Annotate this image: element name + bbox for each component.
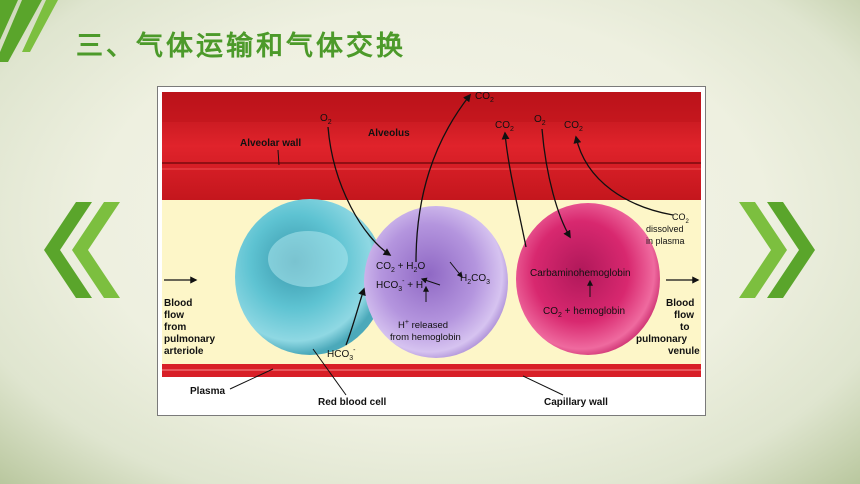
next-slide-button[interactable] [735,200,815,300]
in-plasma-label: in plasma [646,236,685,246]
hco3-plasma-label: HCO3- [327,347,356,362]
alveolar-wall-label: Alveolar wall [240,138,301,149]
svg-text:Blood: Blood [164,298,192,309]
reaction-hco3-h: HCO3- + H+ [376,278,427,293]
blood-flow-out-label: Blood flow to pulmonary venule [636,298,700,357]
svg-text:pulmonary: pulmonary [164,334,216,345]
blood-flow-in-label: Blood flow from pulmonary arteriole [164,298,216,357]
red-blood-cell-pink [516,203,660,355]
carbamino-label: Carbaminohemoglobin [530,268,631,279]
o2-label-2: O2 [534,114,546,127]
red-blood-cell-violet [364,206,508,358]
svg-text:venule: venule [668,346,700,357]
h-released-label: H+ released [398,319,448,331]
svg-text:flow: flow [164,310,184,321]
gas-exchange-diagram: Alveolar wall Alveolus O2 CO2 CO2 O2 CO2… [157,86,706,416]
prev-slide-button[interactable] [40,200,120,300]
double-chevron-left-icon [44,202,120,298]
plasma-label: Plasma [190,386,225,397]
reaction-h2co3: H2CO3 [460,273,490,286]
co2-label-exhaled: CO2 [475,91,494,104]
svg-text:pulmonary: pulmonary [636,334,688,345]
co2-label-2: CO2 [495,120,514,133]
co2-label-3: CO2 [564,120,583,133]
slide-title: 三、气体运输和气体交换 [76,31,406,62]
dissolved-label: dissolved [646,224,684,234]
from-hemoglobin-label: from hemoglobin [390,332,461,343]
co2-hemoglobin-label: CO2 + hemoglobin [543,306,625,319]
svg-text:arteriole: arteriole [164,346,204,357]
o2-label-1: O2 [320,113,332,126]
svg-text:flow: flow [674,310,694,321]
co2-dissolved-label: CO2 [672,212,690,225]
double-chevron-right-icon [739,202,815,298]
svg-text:to: to [680,322,689,333]
corner-decoration [0,0,58,62]
reaction-co2-h2o: CO2 + H2O [376,261,425,274]
svg-text:Blood: Blood [666,298,694,309]
red-blood-cell-label: Red blood cell [318,397,387,408]
alveolus-label: Alveolus [368,128,410,139]
capillary-wall-label: Capillary wall [544,397,608,408]
svg-text:from: from [164,322,186,333]
